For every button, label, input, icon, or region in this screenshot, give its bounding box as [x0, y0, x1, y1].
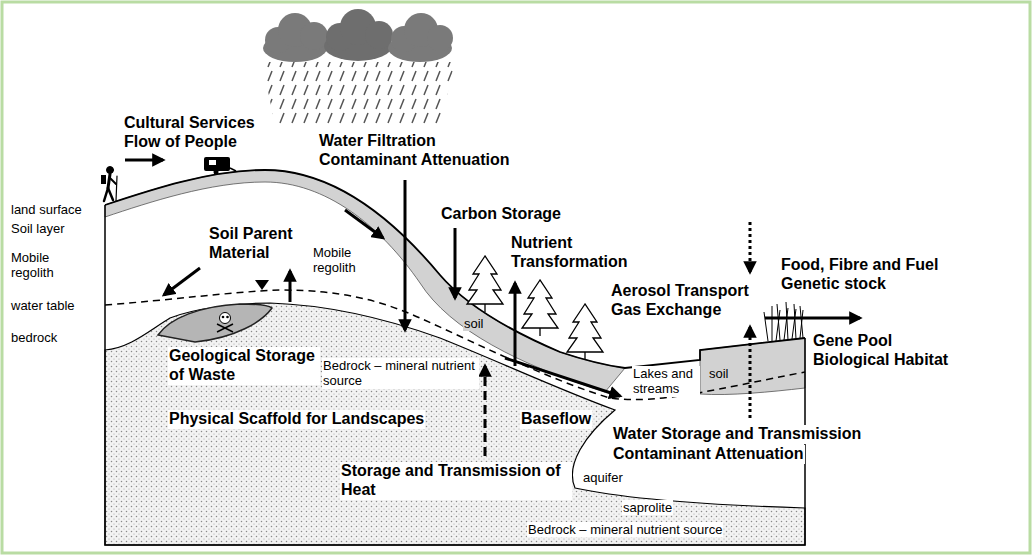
dotted-arrow [749, 222, 752, 272]
service-label: Physical Scaffold for Landscapes [168, 410, 425, 429]
layer-label: land surface [10, 202, 83, 217]
water-table-symbol [255, 280, 269, 290]
service-label: Contaminant Attenuation [612, 445, 805, 464]
cloud [324, 9, 393, 61]
service-label: Nutrient Transformation [510, 234, 652, 272]
grass [764, 302, 803, 341]
layer-label: water table [10, 298, 76, 313]
layer-label: Soil layer [10, 221, 65, 236]
cloud [263, 13, 328, 62]
cloud [388, 13, 453, 62]
service-label: Water Storage and Transmission [612, 425, 862, 444]
hiker-icon [101, 167, 117, 202]
layer-label: soil [463, 316, 485, 331]
dashed-arrow [484, 366, 487, 456]
service-arrows [125, 160, 860, 456]
service-label: Cultural Services [123, 114, 256, 133]
service-label: Gas Exchange [610, 301, 722, 320]
dotted-arrow [749, 327, 752, 418]
arrow [765, 317, 860, 320]
arrow [514, 283, 517, 366]
land-surface [105, 170, 805, 368]
layer-label: aquifer [582, 470, 624, 485]
water-table-line [105, 290, 805, 400]
service-label: Carbon Storage [440, 205, 562, 224]
tree [522, 280, 558, 328]
bedrock-region [105, 303, 805, 545]
layer-label: saprolite [622, 500, 673, 515]
tree [467, 256, 503, 304]
service-label: Soil Parent Material [208, 225, 315, 263]
service-label: Storage and Transmission of Heat [340, 462, 572, 500]
arrow [289, 271, 292, 302]
skull-symbol [217, 313, 233, 333]
tree [567, 304, 603, 352]
service-label: Aerosol Transport [610, 282, 750, 301]
rain [262, 62, 455, 125]
terrain-outline [105, 205, 805, 545]
arrow [345, 210, 383, 238]
waste-pocket [158, 304, 272, 342]
service-label: Biological Habitat [812, 351, 949, 370]
arrow [404, 180, 407, 330]
service-label: Gene Pool [812, 332, 893, 351]
layer-label: Lakes and streams [632, 366, 700, 397]
caravan-icon [204, 157, 236, 175]
arrow [164, 268, 200, 295]
service-label: Contaminant Attenuation [318, 151, 511, 170]
rain-clouds [262, 9, 455, 125]
service-label: Water Filtration [318, 132, 437, 151]
layer-label: Bedrock – mineral nutrient source [527, 522, 723, 537]
service-label: Flow of People [123, 133, 238, 152]
layer-label: Bedrock – mineral nutrient source [322, 358, 479, 389]
service-label: Food, Fibre and Fuel [780, 256, 939, 275]
layer-label: Mobile regolith [10, 250, 72, 281]
arrow [125, 159, 163, 162]
layer-label: Mobile regolith [312, 245, 374, 276]
layer-label: soil [708, 366, 730, 381]
layer-label: bedrock [10, 330, 58, 345]
arrow [505, 358, 620, 396]
service-label: Baseflow [520, 410, 592, 429]
service-label: Genetic stock [780, 275, 887, 294]
service-label: Geological Storage of Waste [168, 347, 320, 385]
soil-layer [700, 338, 805, 395]
arrow [454, 228, 457, 298]
